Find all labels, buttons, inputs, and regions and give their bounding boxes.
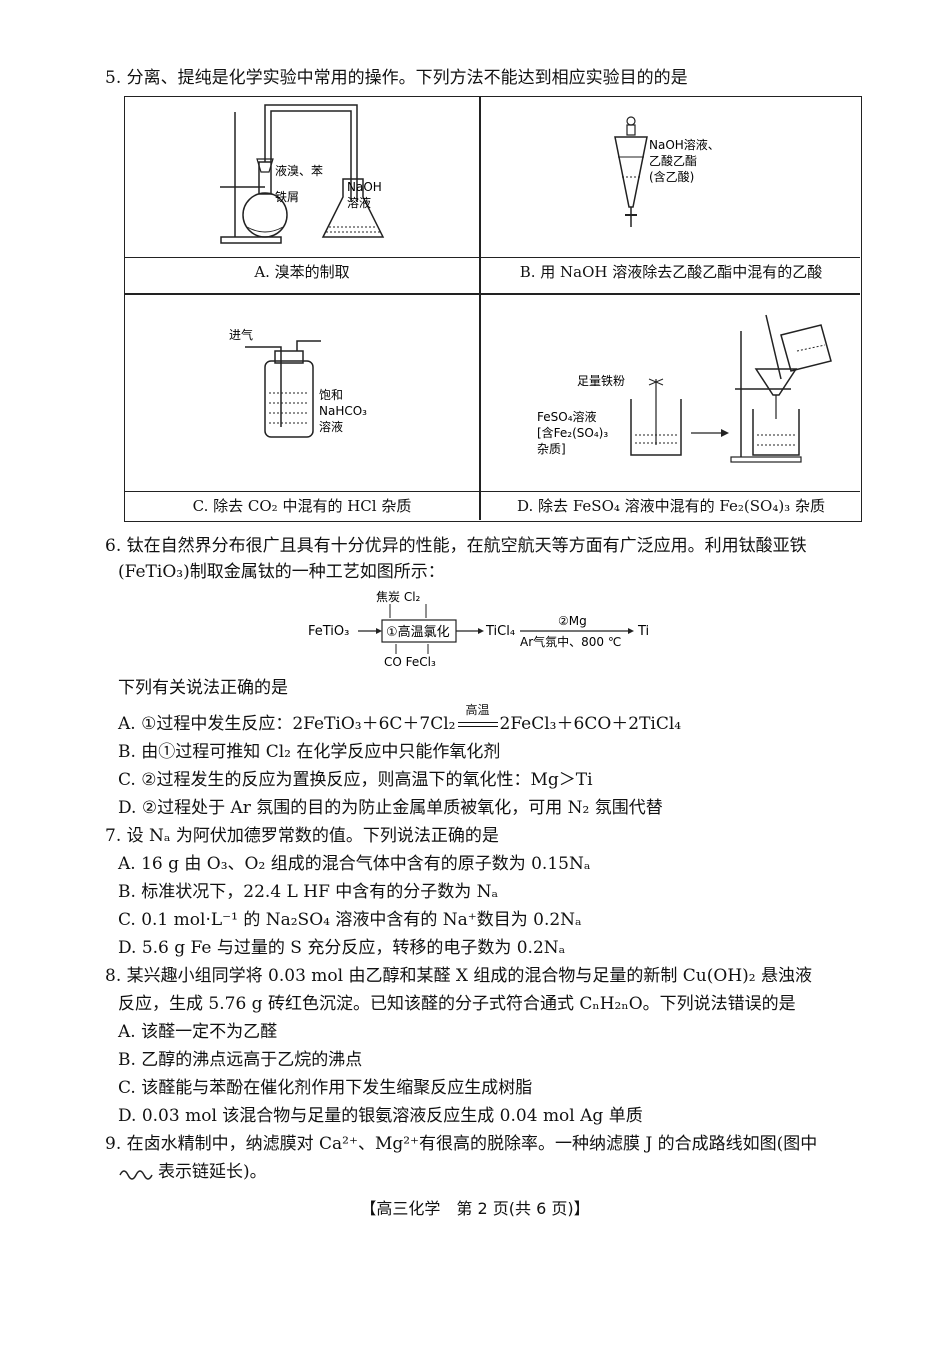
grid-divider-vertical [479, 97, 481, 520]
q6-option-c[interactable]: C. ②过程发生的反应为置换反应，则高温下的氧化性：Mg＞Ti [118, 770, 593, 790]
q6-stem-line2: (FeTiO₃)制取金属钛的一种工艺如图所示： [118, 562, 445, 582]
flow-outputs: CO FeCl₃ [384, 655, 436, 669]
q8-option-d[interactable]: D. 0.03 mol 该混合物与足量的银氨溶液反应生成 0.04 mol Ag… [118, 1106, 643, 1126]
caption-b: B. 用 NaOH 溶液除去乙酸乙酯中混有的乙酸 [519, 263, 823, 281]
cell-c-figure: 进气 饱和 NaHCO₃ 溶液 [125, 295, 479, 491]
q8-stem-line1: 8. 某兴趣小组同学将 0.03 mol 由乙醇和某醛 X 组成的混合物与足量的… [105, 966, 812, 986]
grid-divider-horizontal [125, 293, 860, 295]
label-d-2: FeSO₄溶液 [537, 409, 597, 424]
q9-stem-line2-wrap: 表示链延长)。 [118, 1160, 267, 1184]
q6-option-b[interactable]: B. 由①过程可推知 Cl₂ 在化学反应中只能作氧化剂 [118, 742, 501, 762]
cell-d-figure: 足量铁粉 FeSO₄溶液 [含Fe₂(SO₄)₃ 杂质] [481, 295, 861, 491]
caption-c: C. 除去 CO₂ 中混有的 HCl 杂质 [192, 497, 412, 515]
flow-step2-top: ②Mg [558, 614, 587, 628]
caption-a: A. 溴苯的制取 [254, 263, 350, 281]
q7-option-d[interactable]: D. 5.6 g Fe 与过量的 S 充分反应，转移的电子数为 0.2Nₐ [118, 938, 566, 958]
caption-divider-bottom [125, 491, 860, 492]
flow-reactant: FeTiO₃ [308, 624, 349, 639]
label-a-4: 溶液 [347, 195, 371, 210]
q9-stem-line2: 表示链延长)。 [158, 1162, 267, 1182]
label-c-4: 溶液 [319, 419, 343, 434]
q6-option-a[interactable]: A. ①过程中发生反应：2FeTiO₃＋6C＋7Cl₂ 高温 2FeCl₃＋6CO＋… [118, 703, 682, 736]
cell-b-figure: NaOH溶液、 乙酸乙酯 (含乙酸) [481, 97, 861, 257]
q7-stem: 7. 设 Nₐ 为阿伏加德罗常数的值。下列说法正确的是 [105, 826, 499, 846]
label-d-3: [含Fe₂(SO₄)₃ [537, 425, 608, 440]
reaction-condition: 高温 [465, 703, 490, 717]
q5-stem: 5. 分离、提纯是化学实验中常用的操作。下列方法不能达到相应实验目的的是 [105, 68, 688, 88]
flow-step1: ①高温氯化 [386, 624, 450, 640]
q7-option-b[interactable]: B. 标准状况下，22.4 L HF 中含有的分子数为 Nₐ [118, 882, 499, 902]
q8-option-b[interactable]: B. 乙醇的沸点远高于乙烷的沸点 [118, 1050, 363, 1070]
q9-stem-line1: 9. 在卤水精制中，纳滤膜对 Ca²⁺、Mg²⁺有很高的脱除率。一种纳滤膜 J … [105, 1134, 818, 1154]
flow-intermediate: TiCl₄ [485, 624, 515, 639]
page-footer: 【高三化学 第 2 页(共 6 页)】 [360, 1199, 590, 1218]
gas-washing-bottle-icon: 进气 饱和 NaHCO₃ 溶液 [229, 327, 367, 438]
label-b-3: (含乙酸) [649, 169, 694, 184]
q5-figure-grid: 液溴、苯 铁屑 NaOH 溶液 A. 溴苯的制取 NaOH溶液、 乙酸乙酯 (含… [124, 96, 862, 522]
reaction-arrow: 高温 [456, 703, 500, 736]
q8-stem-line2: 反应，生成 5.76 g 砖红色沉淀。已知该醛的分子式符合通式 CₙH₂ₙO。下… [118, 994, 796, 1014]
q8-option-a[interactable]: A. 该醛一定不为乙醛 [118, 1022, 278, 1042]
q6-stem-line1: 6. 钛在自然界分布很广且具有十分优异的性能，在航空航天等方面有广泛应用。利用钛… [105, 536, 807, 556]
filtration-apparatus-icon: 足量铁粉 FeSO₄溶液 [含Fe₂(SO₄)₃ 杂质] [537, 314, 832, 463]
q6-option-a-text: A. ①过程中发生反应：2FeTiO₃＋6C＋7Cl₂ [118, 714, 456, 734]
separatory-funnel-icon: NaOH溶液、 乙酸乙酯 (含乙酸) [614, 116, 720, 227]
q6-option-a-tail: 2FeCl₃＋6CO＋2TiCl₄ [499, 714, 682, 734]
wavy-chain-icon [119, 1169, 153, 1180]
label-a-3: NaOH [347, 180, 382, 194]
caption-divider-top [125, 257, 860, 258]
q6-option-d[interactable]: D. ②过程处于 Ar 氛围的目的为防止金属单质被氧化，可用 N₂ 氛围代替 [118, 798, 663, 818]
flow-product: Ti [637, 624, 649, 639]
cell-a-figure: 液溴、苯 铁屑 NaOH 溶液 [125, 97, 479, 257]
label-c-3: NaHCO₃ [319, 404, 367, 418]
q6-flowchart: FeTiO₃ ①高温氯化 焦炭 Cl₂ CO FeCl₃ TiCl₄ ②Mg A… [300, 588, 680, 670]
caption-d: D. 除去 FeSO₄ 溶液中混有的 Fe₂(SO₄)₃ 杂质 [517, 497, 825, 515]
flow-step2-bottom: Ar气氛中、800 ℃ [520, 634, 621, 649]
flow-inputs: 焦炭 Cl₂ [376, 590, 421, 604]
label-a-1: 液溴、苯 [275, 163, 323, 178]
label-d-4: 杂质] [537, 442, 566, 456]
label-d-1: 足量铁粉 [577, 374, 625, 388]
bromobenzene-apparatus-icon: 液溴、苯 铁屑 NaOH 溶液 [220, 104, 385, 244]
flowchart-diagram: FeTiO₃ ①高温氯化 焦炭 Cl₂ CO FeCl₃ TiCl₄ ②Mg A… [308, 590, 649, 669]
label-b-2: 乙酸乙酯 [649, 153, 697, 168]
q8-option-c[interactable]: C. 该醛能与苯酚在催化剂作用下发生缩聚反应生成树脂 [118, 1078, 533, 1098]
q6-question: 下列有关说法正确的是 [118, 678, 288, 698]
label-c-2: 饱和 [319, 387, 343, 402]
q7-option-c[interactable]: C. 0.1 mol·L⁻¹ 的 Na₂SO₄ 溶液中含有的 Na⁺数目为 0.… [118, 910, 582, 930]
label-a-2: 铁屑 [275, 190, 299, 204]
label-c-1: 进气 [229, 327, 253, 342]
label-b-1: NaOH溶液、 [649, 137, 720, 152]
q7-option-a[interactable]: A. 16 g 由 O₃、O₂ 组成的混合气体中含有的原子数为 0.15Nₐ [118, 854, 591, 874]
